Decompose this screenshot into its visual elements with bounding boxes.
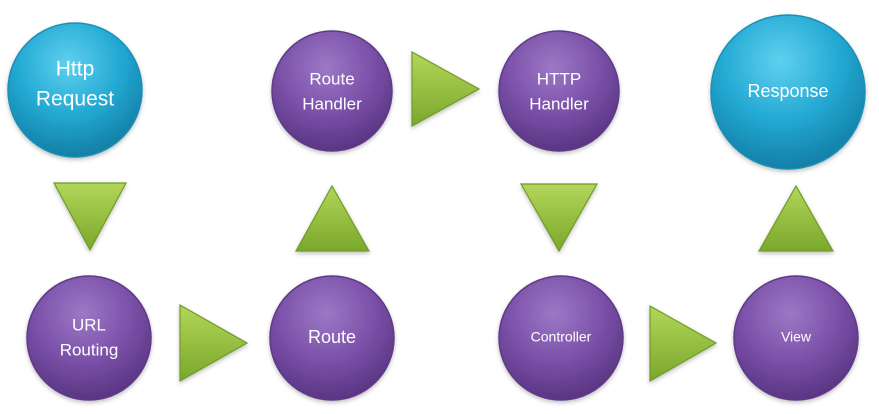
node-http-handler-line-2: Handler xyxy=(529,94,589,113)
node-route-handler-line-1: Route xyxy=(309,69,354,88)
node-url-routing-line-1: URL xyxy=(72,315,106,334)
node-response-label: Response xyxy=(747,81,828,101)
node-http-request: Http Request xyxy=(7,22,143,158)
node-controller-label: Controller xyxy=(531,329,592,345)
node-url-routing: URL Routing xyxy=(26,275,152,401)
node-route-handler-line-2: Handler xyxy=(302,94,362,113)
node-route-handler: Route Handler xyxy=(271,30,393,152)
arrow-right-url-routing-to-route xyxy=(179,303,249,383)
arrow-down-http-handler-to-controller xyxy=(519,183,599,253)
node-url-routing-line-2: Routing xyxy=(60,340,119,359)
arrow-up-view-to-response xyxy=(757,184,835,252)
node-route-label: Route xyxy=(308,327,356,347)
arrow-up-route-to-route-handler xyxy=(294,184,371,252)
node-http-handler: HTTP Handler xyxy=(498,30,620,152)
node-controller: Controller xyxy=(498,275,624,401)
node-http-handler-line-1: HTTP xyxy=(537,69,581,88)
node-view: View xyxy=(733,275,859,401)
node-http-request-line-1: Http xyxy=(56,58,95,81)
arrow-right-route-handler-to-http-handler xyxy=(411,50,481,128)
node-view-label: View xyxy=(781,329,812,345)
node-route: Route xyxy=(269,275,395,401)
arrow-right-controller-to-view xyxy=(649,304,718,383)
arrow-down-request-to-url-routing xyxy=(52,182,128,252)
node-http-request-line-2: Request xyxy=(36,88,114,111)
node-response: Response xyxy=(710,14,866,170)
